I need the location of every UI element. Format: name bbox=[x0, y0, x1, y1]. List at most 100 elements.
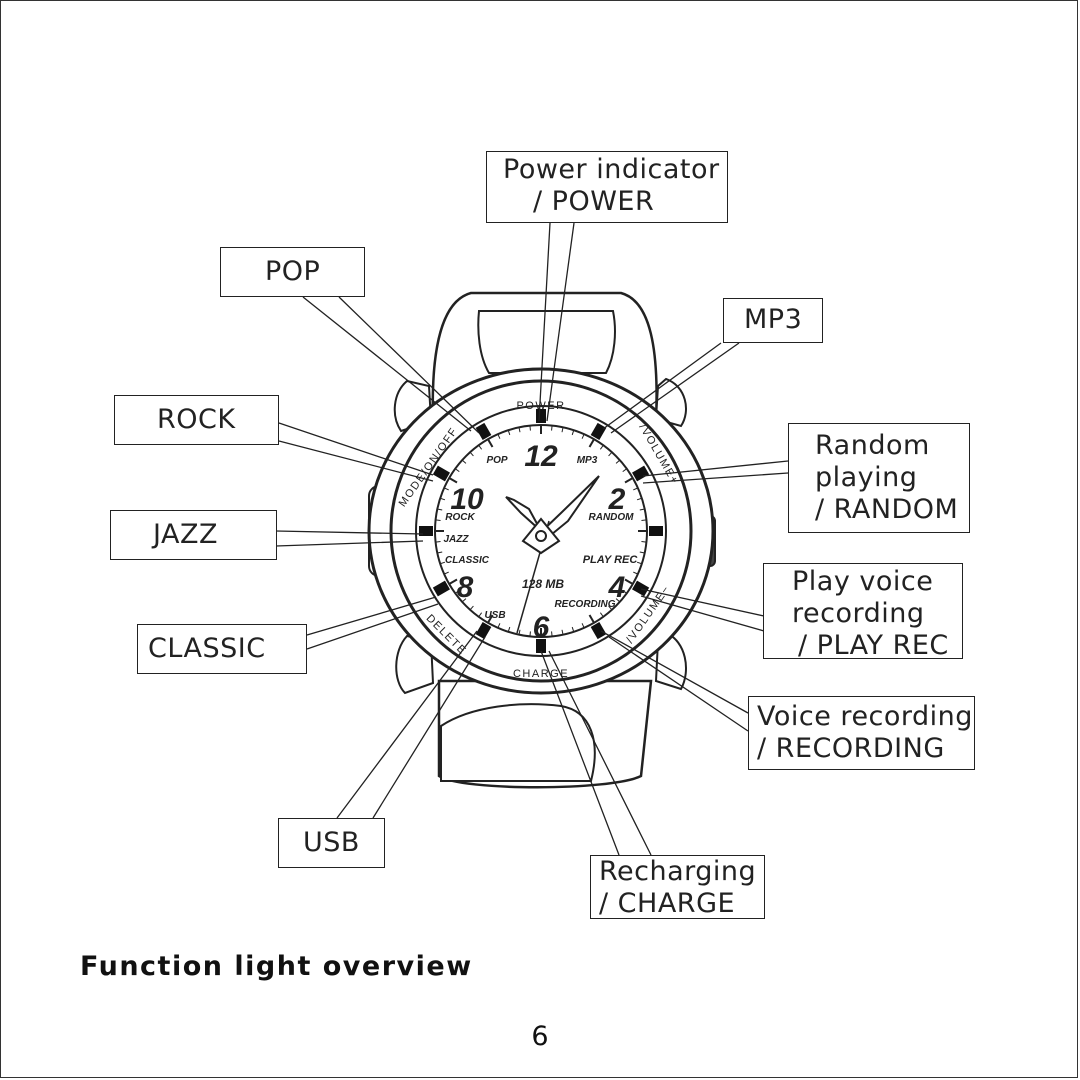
function-light-marker bbox=[432, 465, 450, 482]
minute-tick bbox=[440, 561, 446, 565]
minute-tick bbox=[529, 425, 531, 431]
minute-tick bbox=[461, 459, 467, 464]
minute-tick bbox=[633, 487, 639, 491]
dial-label-rock: ROCK bbox=[445, 512, 475, 523]
minute-tick bbox=[469, 451, 474, 457]
numeral-10: 10 bbox=[450, 483, 484, 516]
callout-pop-line1: POP bbox=[265, 256, 321, 287]
callout-random: Random playing / RANDOM bbox=[788, 423, 970, 533]
minute-tick bbox=[443, 571, 449, 575]
function-light-marker bbox=[649, 526, 663, 536]
callout-usb: USB bbox=[278, 818, 385, 868]
minute-tick bbox=[571, 430, 575, 436]
minute-tick bbox=[581, 623, 585, 629]
minute-tick bbox=[487, 614, 494, 624]
leader-jazz bbox=[275, 530, 424, 547]
callout-recording-line1: Voice recording bbox=[757, 701, 973, 732]
callout-playrec-line1: Play voice bbox=[792, 566, 934, 597]
hour-hand bbox=[505, 496, 542, 532]
function-light-marker bbox=[475, 622, 492, 640]
callout-rock-line1: ROCK bbox=[157, 404, 236, 435]
minute-tick bbox=[529, 631, 531, 637]
hand-pivot bbox=[535, 530, 547, 542]
numeral-12: 12 bbox=[524, 440, 558, 473]
callout-power-line2: / POWER bbox=[533, 186, 655, 217]
function-light-marker bbox=[475, 422, 492, 440]
callout-power: Power indicator / POWER bbox=[486, 151, 728, 223]
function-light-marker bbox=[536, 639, 546, 653]
leader-classic bbox=[306, 596, 439, 650]
minute-tick bbox=[561, 427, 564, 433]
minute-tick bbox=[639, 551, 645, 554]
callout-usb-line1: USB bbox=[303, 827, 360, 858]
dial-label-classic: CLASSIC bbox=[445, 555, 490, 566]
callout-random-line3: / RANDOM bbox=[815, 494, 959, 525]
minute-tick bbox=[641, 519, 647, 521]
leader-charge bbox=[540, 650, 652, 856]
minute-tick bbox=[518, 427, 521, 433]
dial-label-mp3: MP3 bbox=[577, 455, 598, 466]
function-light-marker bbox=[432, 580, 450, 597]
callout-power-line1: Power indicator bbox=[503, 154, 720, 185]
minute-tick bbox=[599, 612, 604, 618]
minute-tick bbox=[571, 626, 575, 632]
minute-tick bbox=[639, 508, 645, 511]
minute-tick bbox=[608, 451, 613, 457]
minute-tick bbox=[507, 626, 511, 632]
function-light-marker bbox=[590, 622, 607, 640]
dial-label-playrec: PLAY REC bbox=[583, 554, 639, 566]
leader-usb bbox=[336, 630, 486, 819]
bezel-label-charge: CHARGE bbox=[513, 668, 569, 680]
leader-power bbox=[538, 222, 575, 422]
minute-tick bbox=[469, 605, 474, 611]
minute-tick bbox=[633, 571, 639, 575]
minute-tick bbox=[641, 541, 647, 543]
minute-tick bbox=[443, 487, 449, 491]
callout-recording: Voice recording / RECORDING bbox=[748, 696, 975, 770]
page-title: Function light overview bbox=[80, 951, 473, 982]
minute-tick bbox=[454, 468, 460, 473]
minute-tick bbox=[615, 459, 621, 464]
callout-random-line1: Random bbox=[815, 430, 930, 461]
numeral-4: 4 bbox=[608, 571, 626, 604]
minute-tick bbox=[497, 623, 501, 629]
callout-mp3-line1: MP3 bbox=[744, 304, 803, 335]
numeral-6: 6 bbox=[533, 611, 550, 644]
minute-tick bbox=[454, 589, 460, 594]
callout-recording-line2: / RECORDING bbox=[757, 733, 945, 764]
minute-tick bbox=[461, 598, 467, 603]
minute-tick bbox=[448, 578, 458, 585]
minute-tick bbox=[636, 561, 642, 565]
minute-tick bbox=[624, 477, 634, 484]
minute-tick bbox=[588, 614, 595, 624]
minute-tick bbox=[622, 468, 628, 473]
dial-label-pop: POP bbox=[486, 455, 507, 466]
minute-tick bbox=[448, 477, 458, 484]
callout-classic-line1: CLASSIC bbox=[148, 633, 266, 664]
minute-tick bbox=[478, 612, 483, 618]
callout-rock: ROCK bbox=[114, 395, 279, 445]
minute-ticks bbox=[435, 425, 647, 637]
minute-tick bbox=[507, 430, 511, 436]
minute-tick bbox=[608, 605, 613, 611]
leader-mp3 bbox=[602, 342, 740, 434]
minute-tick bbox=[551, 631, 553, 637]
callout-playrec-line2: recording bbox=[792, 598, 925, 629]
minute-tick bbox=[478, 444, 483, 450]
callout-pop: POP bbox=[220, 247, 365, 297]
callout-charge: Recharging / CHARGE bbox=[590, 855, 765, 919]
minute-tick bbox=[437, 508, 443, 511]
callout-charge-line2: / CHARGE bbox=[599, 888, 736, 919]
bezel-label-power: POWER bbox=[516, 400, 565, 412]
strap-bottom-inner bbox=[440, 703, 596, 782]
callout-charge-line1: Recharging bbox=[599, 856, 757, 887]
dial-label-random: RANDOM bbox=[589, 512, 635, 523]
minute-tick bbox=[624, 578, 634, 585]
minute-tick bbox=[440, 497, 446, 501]
page-number: 6 bbox=[531, 1021, 549, 1052]
leader-random bbox=[642, 460, 789, 484]
function-light-marker bbox=[536, 409, 546, 423]
callout-random-line2: playing bbox=[815, 462, 918, 493]
callout-classic: CLASSIC bbox=[137, 624, 307, 674]
